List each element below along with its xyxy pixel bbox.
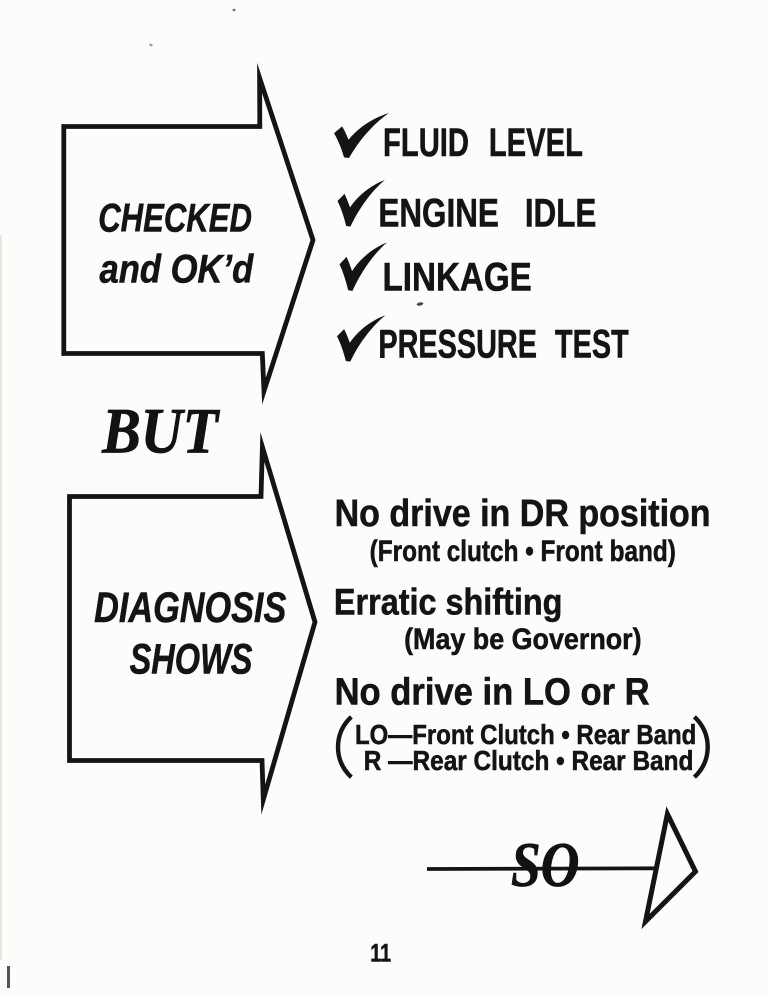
svg-text:FLUID LEVEL: FLUID LEVEL xyxy=(383,121,583,165)
svg-text:PRESSURE TEST: PRESSURE TEST xyxy=(378,323,628,367)
svg-text:R —Rear Clutch • Rear Band: R —Rear Clutch • Rear Band xyxy=(364,745,694,776)
svg-text:No drive in LO or R: No drive in LO or R xyxy=(335,672,650,714)
svg-text:No drive in DR position: No drive in DR position xyxy=(335,493,711,535)
svg-text:LINKAGE: LINKAGE xyxy=(383,255,532,299)
svg-text:SHOWS: SHOWS xyxy=(130,635,253,683)
svg-text:ENGINE IDLE: ENGINE IDLE xyxy=(378,192,596,236)
svg-text:LO—Front Clutch • Rear Band: LO—Front Clutch • Rear Band xyxy=(355,719,696,750)
svg-text:(May be Governor): (May be Governor) xyxy=(404,623,641,656)
svg-text:(Front clutch • Front band): (Front clutch • Front band) xyxy=(370,535,676,568)
svg-text:11: 11 xyxy=(370,941,391,968)
svg-text:and OK’d: and OK’d xyxy=(100,247,254,291)
svg-text:SO: SO xyxy=(511,830,579,900)
svg-text:CHECKED: CHECKED xyxy=(98,197,252,241)
svg-text:BUT: BUT xyxy=(101,396,220,468)
svg-text:DIAGNOSIS: DIAGNOSIS xyxy=(94,584,287,632)
svg-text:Erratic shifting: Erratic shifting xyxy=(334,581,563,623)
